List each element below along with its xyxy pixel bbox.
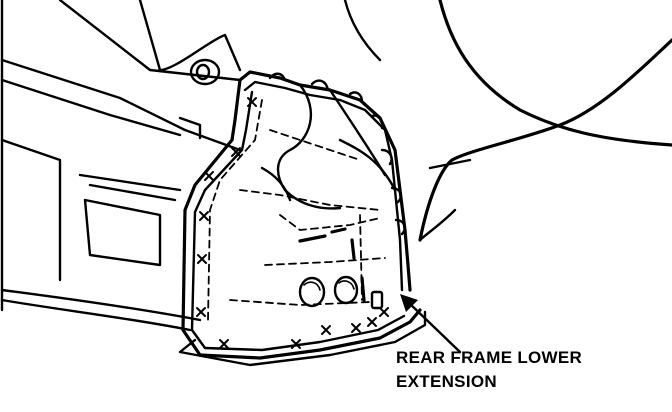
spot-weld-marks [196,97,389,349]
mounting-bolt [189,58,221,86]
callout-leader-arrow [400,294,462,354]
callout-line-2: EXTENSION [396,372,497,391]
callout-line-1: REAR FRAME LOWER [396,348,583,367]
vehicle-body-panels [0,0,242,332]
rear-frame-lower-extension [178,70,427,367]
wheel-well-panel [343,0,672,242]
part-callout-label: REAR FRAME LOWER EXTENSION [396,346,668,394]
